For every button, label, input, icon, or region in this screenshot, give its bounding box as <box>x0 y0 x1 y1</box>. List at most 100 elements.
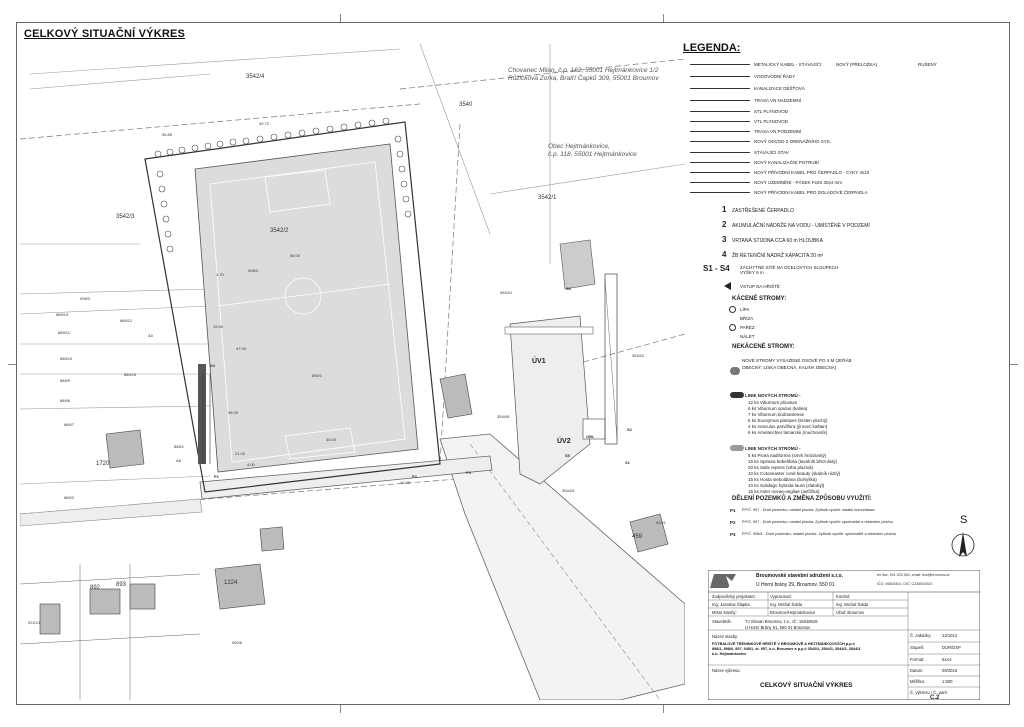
parcel-900-6: 900/6 <box>232 640 243 645</box>
legend-row: NOVÝ PŘÍVODNÍ KABEL PRO DOLADOVÉ ČERPADL… <box>690 190 868 195</box>
owner-note-4: č.p. 118, 55001 Hejtmánkovice <box>548 151 637 158</box>
parcel-3542-4: 3542/4 <box>246 74 265 80</box>
legend-line1-item: 6 ks Viburnum opulus (kalina) <box>748 406 808 411</box>
legend-row: METALICKÝ KABEL - STÁVAJÍCÍ <box>690 62 821 67</box>
legend-cut-tree: NÁLET <box>740 334 755 339</box>
legend-title: LEGENDA: <box>683 42 741 54</box>
drawing-label: Název výkresu: <box>712 668 741 673</box>
site-plan[interactable] <box>20 44 685 700</box>
tb-cell: Místo stavby: <box>712 610 737 615</box>
building-459: 459 <box>632 534 643 540</box>
parcel-3542-2: 3542/2 <box>270 228 289 234</box>
parcel-889-9: 889/9 <box>60 378 71 383</box>
legend-line1-title: LINIE NOVÝCH STROMŮ - <box>745 393 801 398</box>
legend-s-text: ZÁCHYTNÉ SÍTĚ NA OCELOVÝCH SLOUPECH VÝŠK… <box>740 265 839 275</box>
meta-value: 6xA4 <box>942 657 952 662</box>
parcel-3544-2: 3544/2 <box>632 353 645 358</box>
dim-55-00: 55.00 <box>290 253 301 258</box>
legend-row: VODOVODNÍ ŘADY <box>690 74 795 79</box>
linden-icon <box>729 306 736 313</box>
division-text: P.P.Č. 908/4 - Druh pozemku: ostatní plo… <box>742 532 896 536</box>
shrub-icon <box>730 445 744 451</box>
tb-cell: Stavebník: <box>712 619 732 624</box>
legend-row: TRASA VN NADZEMNÍ <box>690 98 801 103</box>
tb-cell: Kontrol: <box>836 594 851 599</box>
legend-row: NOVÝ PŘÍVODNÍ KABEL PRO ČERPADLO - CYKY … <box>690 170 869 175</box>
meta-value: 09/2016 <box>942 668 958 673</box>
tb-cell: Broumov/Hejtmánkovice <box>770 610 816 615</box>
meta-value: DUR/DSP <box>942 645 961 650</box>
hedge-icon <box>730 392 744 398</box>
parcel-3542-3: 3542/3 <box>116 214 135 220</box>
new-trees-icon <box>730 367 740 375</box>
legend-line2-item: 15 ks Spiraea bebelifolia (tavolník břez… <box>748 459 838 464</box>
label-s3: S3 <box>566 286 571 291</box>
meta-key: Formát: <box>910 657 925 662</box>
parcel-889-15: 889/15 <box>124 372 137 377</box>
legend-line2-item: 10 ks Cotoneaster coral beauty (skalník … <box>748 471 841 476</box>
football-field <box>194 143 419 473</box>
title-block-grid <box>708 570 980 700</box>
label-p3: P3 <box>466 470 471 475</box>
building-892: 892 <box>90 585 101 591</box>
parcel-3544-5: 3544/5 <box>497 414 510 419</box>
building-1224: 1224 <box>224 580 238 586</box>
legend-not-cut-title: NEKÁCENÉ STROMY: <box>732 344 795 350</box>
division-tag: P2 <box>730 520 736 525</box>
dim-30-00: 30.00 <box>326 437 337 442</box>
owner-note-3: Obec Hejtmánkovice, <box>548 143 610 150</box>
meta-key: Datum: <box>910 668 924 673</box>
tree-line <box>154 117 412 253</box>
parcel-3544-3: 3544/3 <box>562 488 575 493</box>
label-uv2: ÚV2 <box>557 438 571 445</box>
legend-line1-item: 7 ks Viburnum bodnantense <box>748 412 804 417</box>
tb-cell: Zodpovědný projektant: <box>712 594 756 599</box>
drawing-title: CELKOVÝ SITUAČNÍ VÝKRES <box>24 28 186 40</box>
legend-s-label: S1 - S4 <box>703 264 730 273</box>
parcel-889-10: 889/10 <box>60 356 73 361</box>
parcel-889-7: 889/7 <box>64 422 75 427</box>
label-uv1: ÚV1 <box>532 358 546 365</box>
parcel-910-1: 910/1 <box>656 520 667 525</box>
division-tag: P1 <box>730 508 736 513</box>
parcel-922-21: 922/21 <box>28 620 41 625</box>
legend-line2-item: 10 ks Solidago hybrida laura (zlatobýl) <box>748 483 825 488</box>
site-boundary <box>144 121 441 493</box>
dim-95-00: 95.00 <box>228 410 239 415</box>
parcel-889-3: 889/3 <box>64 495 75 500</box>
tb-cell: TJ Slovan Broumov, z.s., IČ: 15048628 <box>745 619 818 624</box>
legend-row: NOVÝ ODVOD Z DRENÁŽNÍHO SYS. <box>690 139 831 144</box>
company-address: U Horní brány 29, Broumov, 550 01 <box>756 582 835 588</box>
legend-line1-item: 5 ks Euonymus planipes (brslen plochý) <box>748 418 828 423</box>
sheet-fold-mark <box>8 364 16 365</box>
sheet-fold-mark <box>340 705 341 713</box>
company-logo <box>712 574 744 590</box>
meta-key: Č. výkresu / Č. paré: <box>910 690 949 695</box>
legend-cut-tree: BŘÍZA <box>740 316 754 321</box>
label-a6: A6 <box>176 458 181 463</box>
pitch-markings <box>209 161 406 463</box>
label-a5: A5 <box>148 333 153 338</box>
sheet-fold-mark <box>663 705 664 713</box>
dim-47-00: 47.00 <box>236 346 247 351</box>
north-label: S <box>960 514 968 526</box>
legend-line2-item: 15 ks Aster novae-angliae (astřička) <box>748 489 820 494</box>
uv-area <box>504 239 618 485</box>
parcel-998-3: 998/3 <box>80 296 91 301</box>
owner-note-2: Růžičková Zorka, Bratří Čapků 309, 55001… <box>508 75 659 82</box>
net-fence-left <box>202 374 211 464</box>
meta-value: C.2 <box>930 695 940 701</box>
parcel-889-11: 889/11 <box>58 330 70 335</box>
company-contact: tel./fax: 491 523 540, email: bss@broumo… <box>877 573 950 577</box>
tb-cell: Úřad: Broumov <box>836 610 865 615</box>
label-p1: P1 <box>214 474 219 479</box>
owner-note-1: Chovanec Milan, č.p. 182, 55001 Hejtmánk… <box>508 67 659 74</box>
company-ids: IČO: 46504301, DIČ: CZ46504301 <box>877 582 933 586</box>
stump-icon <box>729 324 736 331</box>
meta-value: 14/1012 <box>942 633 958 638</box>
sheet-fold-mark <box>340 14 341 22</box>
legend-line1-item: 4 ks Aesculus parviflora (jírovec kaštan… <box>748 424 828 429</box>
